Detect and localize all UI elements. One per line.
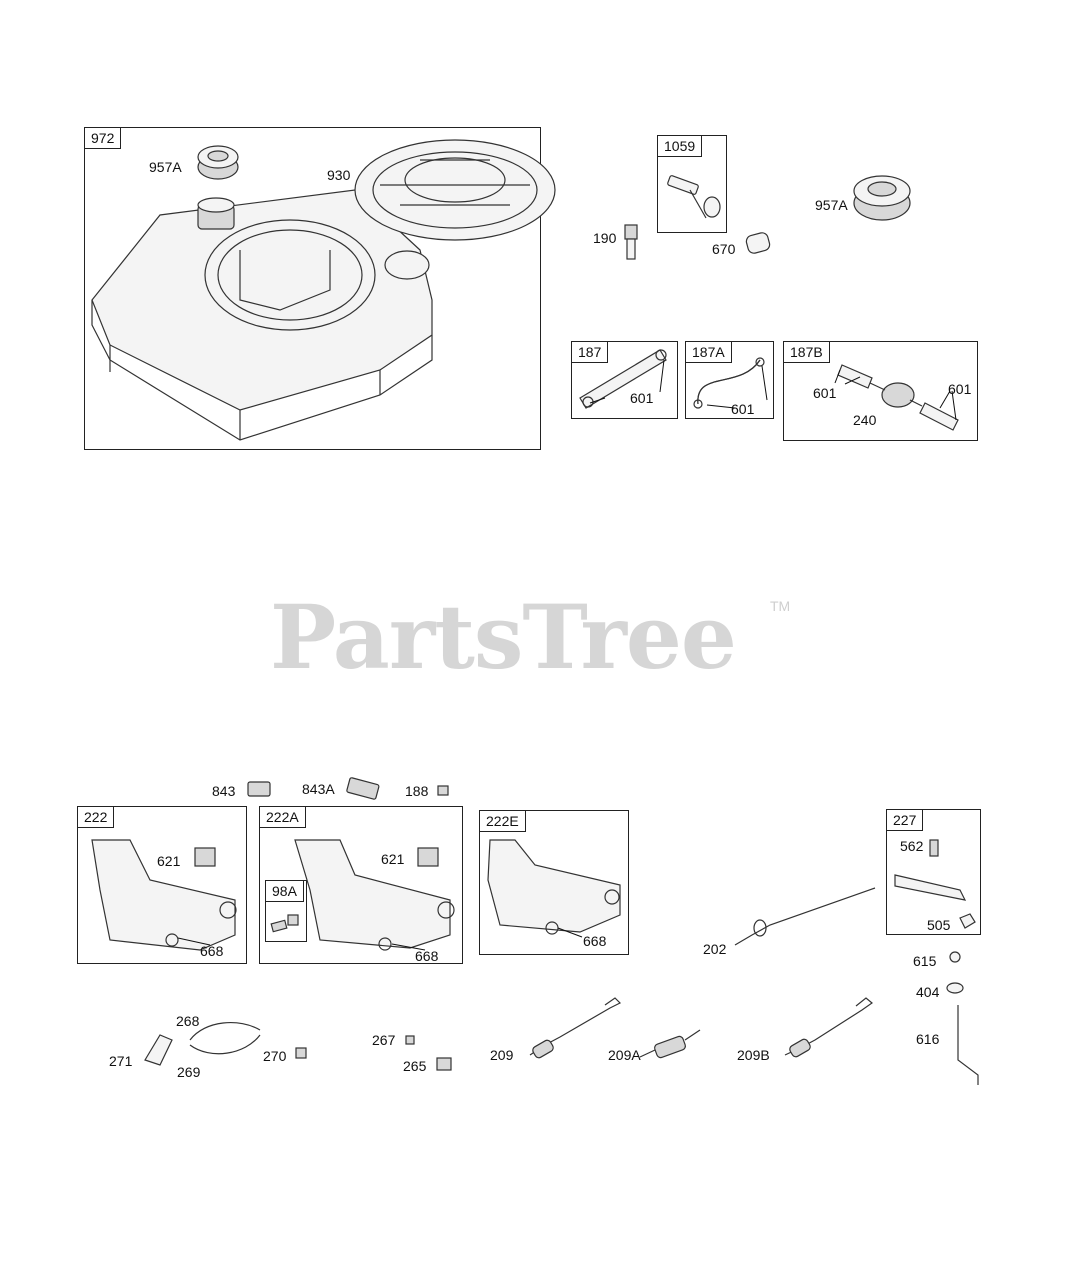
crank-616-drawing [957,1005,979,1085]
leader-lines [177,359,957,951]
bushing-670-drawing [745,232,771,254]
label-190: 190 [593,230,617,246]
label-202: 202 [703,941,727,957]
label-843A: 843A [302,781,335,797]
trademark-mark: TM [770,598,791,614]
label-601-187A: 601 [731,401,755,417]
box-187-label: 187 [572,342,609,363]
box-972-label: 972 [85,128,122,149]
label-601-187: 601 [630,390,654,406]
label-209: 209 [490,1047,514,1063]
label-601-187B-right: 601 [948,381,972,397]
label-271: 271 [109,1053,133,1069]
label-957A-left: 957A [149,159,182,175]
box-98A[interactable]: 98A [265,880,307,942]
label-209B: 209B [737,1047,770,1063]
label-615: 615 [913,953,937,969]
rod-202-drawing [734,887,876,946]
box-222-label: 222 [78,807,115,828]
blower-housing-drawing [354,139,556,241]
label-668-222: 668 [200,943,224,959]
label-616: 616 [916,1031,940,1047]
label-957A-right: 957A [815,197,848,213]
bracket-222-drawing [91,839,237,951]
part-843A-drawing [346,777,380,800]
fuel-line-187B-drawing [837,364,959,431]
label-267: 267 [372,1032,396,1048]
label-621-222: 621 [157,853,181,869]
box-98A-label: 98A [266,881,304,902]
part-843-drawing [247,781,271,797]
box-187A[interactable]: 187A [685,341,774,419]
label-265: 265 [403,1058,427,1074]
bracket-222E-drawing [487,839,621,935]
clip-265-drawing [436,1057,452,1071]
box-227[interactable]: 227 [886,809,981,935]
label-668-222A: 668 [415,948,439,964]
label-601-187B-left: 601 [813,385,837,401]
fuel-cap-drawing [197,145,239,180]
label-562: 562 [900,838,924,854]
lever-271-drawing [144,1034,173,1066]
label-505: 505 [927,917,951,933]
box-227-label: 227 [887,810,924,831]
washer-404-drawing [946,982,964,994]
fuel-cap-right-drawing [853,175,911,221]
label-240: 240 [853,412,877,428]
spring-209B-drawing [784,997,873,1058]
spring-209A-drawing [639,1029,701,1059]
label-621-222A: 621 [381,851,405,867]
box-222A-label: 222A [260,807,306,828]
label-209A: 209A [608,1047,641,1063]
clip-270-drawing [295,1047,307,1059]
label-843: 843 [212,783,236,799]
nut-615-drawing [949,951,961,963]
bolt-1059-drawing [667,175,721,219]
fuel-line-187A-drawing [693,357,765,409]
label-404: 404 [916,984,940,1000]
box-222E-label: 222E [480,811,526,832]
fitting-190-drawing [624,224,638,260]
label-188: 188 [405,783,429,799]
cable-268-drawing [189,1021,261,1041]
bracket-222A-drawing [270,839,455,951]
box-1059-label: 1059 [658,136,703,157]
fuel-tank-drawing [91,189,433,441]
screw-267-drawing [405,1035,415,1045]
label-268: 268 [176,1013,200,1029]
lever-227-drawing [894,839,976,929]
box-187A-label: 187A [686,342,732,363]
partstree-watermark: PartsTree [270,585,737,689]
label-270: 270 [263,1048,287,1064]
label-668-222E: 668 [583,933,607,949]
spring-209-drawing [529,997,622,1059]
box-187B-label: 187B [784,342,830,363]
label-930: 930 [327,167,351,183]
part-188-drawing [437,785,449,796]
label-269: 269 [177,1064,201,1080]
label-670: 670 [712,241,736,257]
